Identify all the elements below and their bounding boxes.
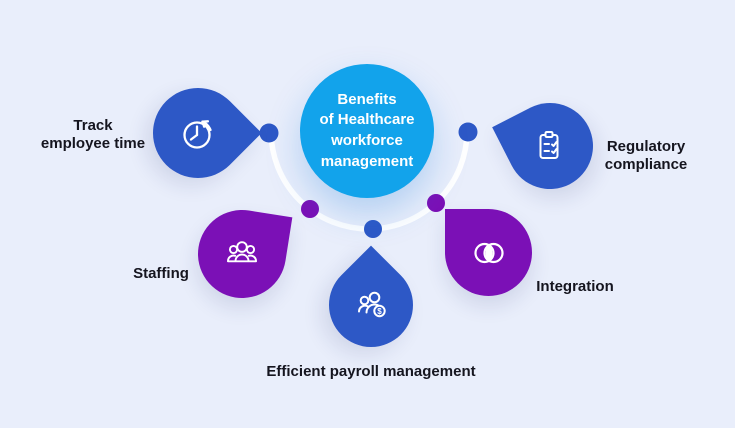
clipboard-checklist-icon	[539, 131, 559, 159]
label-track-employee-time: Track employee time	[40, 117, 146, 153]
label-integration: Integration	[536, 278, 614, 295]
people-dollar-icon: $	[358, 291, 386, 318]
clock-refresh-icon	[183, 120, 212, 149]
connector-dot	[458, 122, 478, 142]
svg-text:$: $	[377, 307, 382, 316]
center-circle: Benefits of Healthcare workforce managem…	[300, 64, 434, 198]
connector-dot	[364, 220, 382, 238]
connector-dot	[259, 123, 279, 143]
label-efficient-payroll-management: Efficient payroll management	[266, 363, 476, 380]
label-regulatory-compliance: Regulatory compliance	[604, 138, 688, 174]
connector-dot	[301, 200, 319, 218]
people-group-icon	[227, 241, 257, 263]
connector-dot	[427, 194, 445, 212]
center-label: Benefits of Healthcare workforce managem…	[319, 90, 415, 170]
venn-diagram-icon	[474, 242, 504, 264]
label-staffing: Staffing	[133, 265, 189, 282]
